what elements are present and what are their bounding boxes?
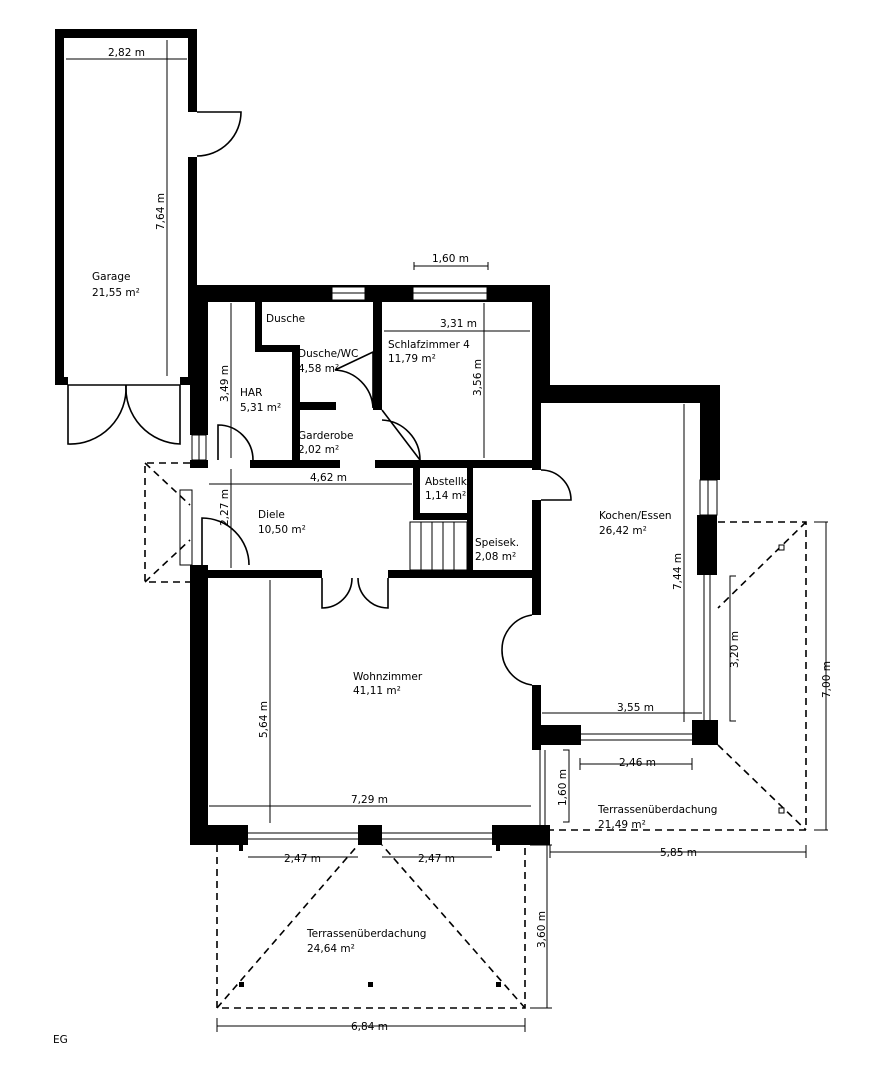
room-name-dusche-wc: Dusche/WC	[298, 348, 358, 360]
dim-terrasse-rechts-width: 5,85 m	[660, 847, 697, 859]
room-name-kochen-essen: Kochen/Essen	[599, 510, 672, 522]
dim-har-length: 3,49 m	[219, 365, 231, 402]
room-area-terrasse-unten: 24,64 m²	[307, 943, 355, 955]
dimension-lines	[66, 40, 828, 1032]
terrace-bottom	[216, 844, 526, 1009]
room-name-garage: Garage	[92, 271, 130, 283]
room-area-kochen-essen: 26,42 m²	[599, 525, 647, 537]
room-area-diele: 10,50 m²	[258, 524, 306, 536]
room-area-abstellk: 1,14 m²	[425, 490, 466, 502]
room-area-wohnzimmer: 41,11 m²	[353, 685, 401, 697]
room-area-garderobe: 2,02 m²	[298, 444, 339, 456]
dim-wohnzimmer-length: 5,64 m	[258, 701, 270, 738]
dim-schlafzimmer-width: 3,31 m	[440, 318, 477, 330]
room-area-har: 5,31 m²	[240, 402, 281, 414]
dim-garage-length: 7,64 m	[155, 193, 167, 230]
interior-doors	[201, 350, 572, 686]
dim-garage-width: 2,82 m	[108, 47, 145, 59]
garage-walls	[55, 29, 197, 385]
dim-window-right: 2,47 m	[418, 853, 455, 865]
room-area-garage: 21,55 m²	[92, 287, 140, 299]
dim-kochen-length: 7,44 m	[672, 553, 684, 590]
garage-doors	[67, 111, 242, 445]
room-name-terrasse-rechts: Terrassenüberdachung	[597, 804, 717, 816]
room-name-abstellk: Abstellk.	[425, 476, 470, 488]
dim-terrasse-rechts-depth: 7,00 m	[821, 661, 833, 698]
room-area-speisek: 2,08 m²	[475, 551, 516, 563]
dim-terrasse-unten-depth: 3,60 m	[536, 911, 548, 948]
room-name-wohnzimmer: Wohnzimmer	[353, 671, 423, 683]
room-area-schlafzimmer4: 11,79 m²	[388, 353, 436, 365]
dim-kochen-window-bottom: 2,46 m	[619, 757, 656, 769]
dim-wohnzimmer-width: 7,29 m	[351, 794, 388, 806]
room-name-diele: Diele	[258, 509, 285, 521]
room-name-dusche: Dusche	[266, 313, 305, 325]
dim-schlafzimmer-length: 3,56 m	[472, 359, 484, 396]
dim-diele-depth: 2,27 m	[219, 489, 231, 526]
dim-side-window: 1,60 m	[557, 769, 569, 806]
dim-terrasse-unten-width: 6,84 m	[351, 1021, 388, 1033]
room-name-schlafzimmer4: Schlafzimmer 4	[388, 339, 470, 351]
terrace-right	[550, 521, 807, 831]
dim-kochen-window: 3,20 m	[729, 631, 741, 668]
floor-label: EG	[53, 1034, 68, 1046]
interior-walls	[190, 302, 532, 578]
dim-window-top: 1,60 m	[432, 253, 469, 265]
room-name-garderobe: Garderobe	[298, 430, 353, 442]
dim-diele-width: 4,62 m	[310, 472, 347, 484]
stairs	[409, 521, 468, 571]
room-name-har: HAR	[240, 387, 262, 399]
room-name-terrasse-unten: Terrassenüberdachung	[306, 928, 426, 940]
dim-kochen-width: 3,55 m	[617, 702, 654, 714]
room-area-dusche-wc: 4,58 m²	[298, 363, 339, 375]
room-area-terrasse-rechts: 21,49 m²	[598, 819, 646, 831]
dim-window-left: 2,47 m	[284, 853, 321, 865]
entry-canopy	[144, 462, 191, 583]
room-name-speisek: Speisek.	[475, 537, 519, 549]
